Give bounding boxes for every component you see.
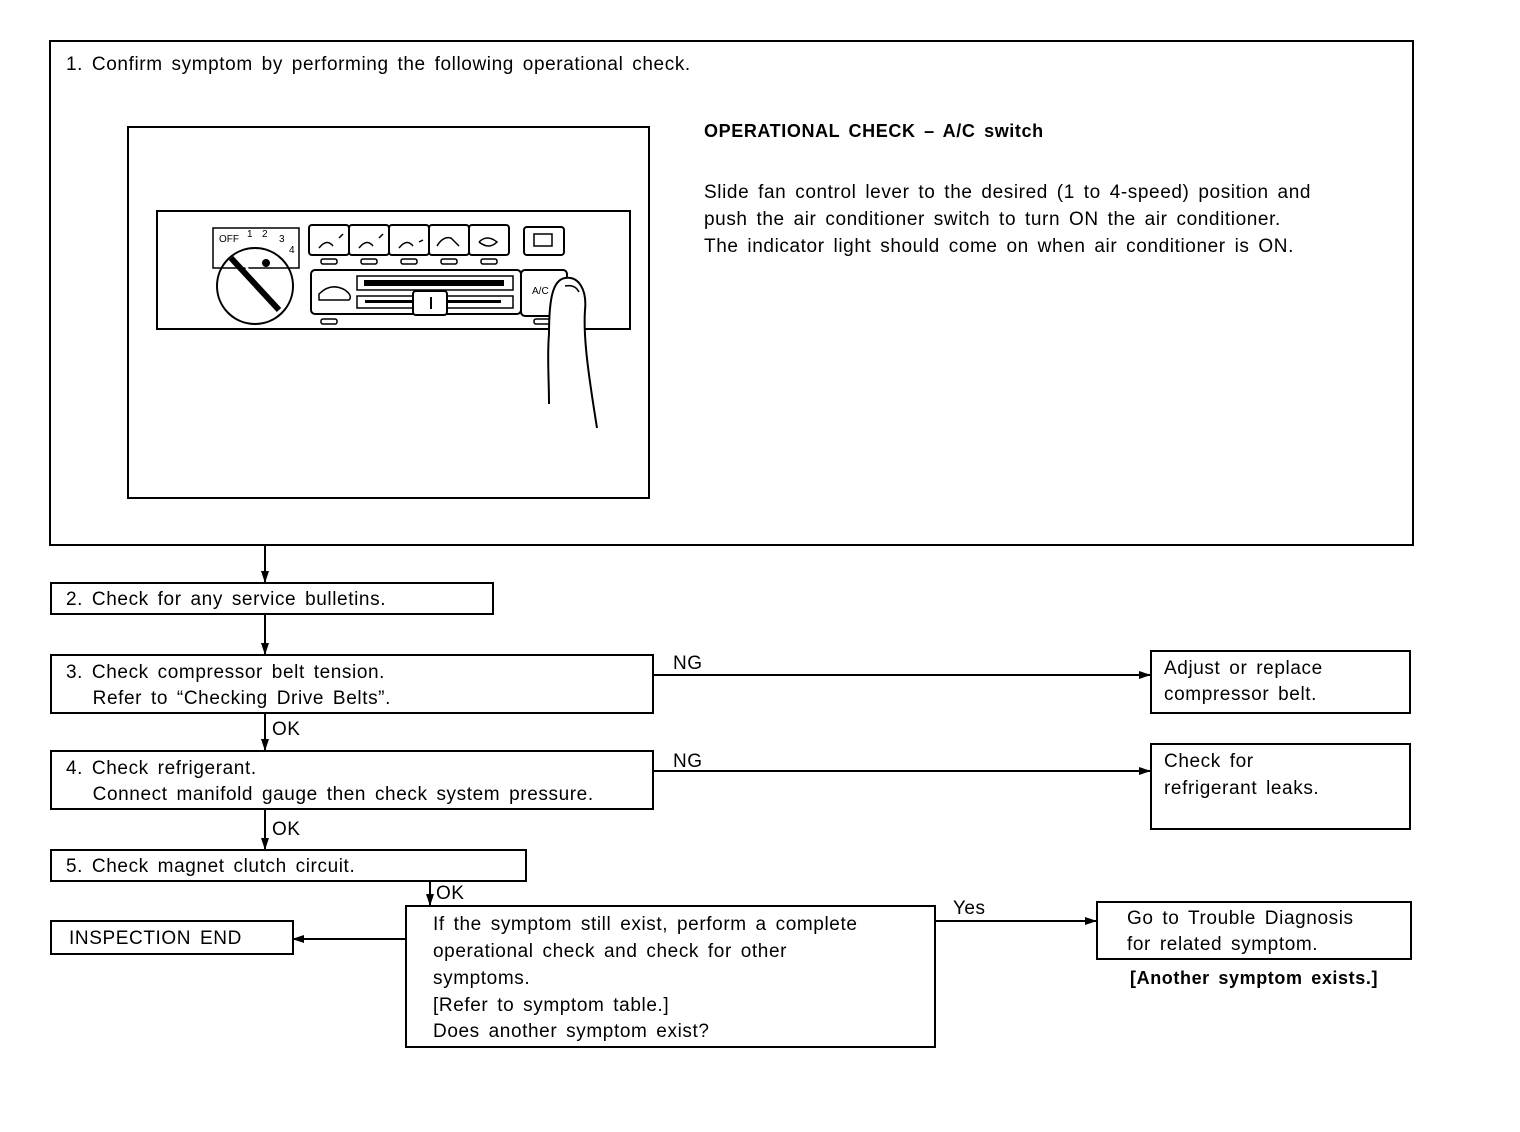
step3-ng-result-line-1: Adjust or replace bbox=[1164, 658, 1323, 679]
step3-ok-label: OK bbox=[272, 719, 301, 740]
inspection-end-text: INSPECTION END bbox=[69, 928, 242, 949]
operational-check-title: OPERATIONAL CHECK – A/C switch bbox=[704, 121, 1044, 141]
step5-text: 5. Check magnet clutch circuit. bbox=[66, 856, 356, 877]
step5-box: 5. Check magnet clutch circuit. bbox=[50, 849, 527, 882]
dial-label-3: 3 bbox=[279, 234, 285, 245]
decision-yes-label: Yes bbox=[953, 898, 986, 919]
operational-check-line-3: The indicator light should come on when … bbox=[704, 236, 1294, 257]
step3-ng-result-box: Adjust or replace compressor belt. bbox=[1150, 650, 1411, 714]
decision-line-3: symptoms. bbox=[433, 968, 531, 989]
decision-yes-result-line-2: for related symptom. bbox=[1127, 934, 1319, 955]
step3-ng-label: NG bbox=[673, 653, 703, 674]
step4-ng-result-box: Check for refrigerant leaks. bbox=[1150, 743, 1411, 830]
step3-box: 3. Check compressor belt tension. Refer … bbox=[50, 654, 654, 714]
step3-ng-result-line-2: compressor belt. bbox=[1164, 684, 1318, 705]
ac-control-illustration: OFF 1 2 3 4 A/C bbox=[127, 126, 650, 499]
decision-line-5: Does another symptom exist? bbox=[433, 1021, 710, 1042]
step1-text: 1. Confirm symptom by performing the fol… bbox=[66, 54, 691, 75]
step4-line-1: 4. Check refrigerant. bbox=[66, 758, 257, 779]
step5-ok-label: OK bbox=[436, 883, 465, 904]
step4-ng-label: NG bbox=[673, 751, 703, 772]
decision-yes-result-line-1: Go to Trouble Diagnosis bbox=[1127, 908, 1354, 929]
decision-line-1: If the symptom still exist, perform a co… bbox=[433, 914, 858, 935]
decision-line-2: operational check and check for other bbox=[433, 941, 788, 962]
step3-line-1: 3. Check compressor belt tension. bbox=[66, 662, 386, 683]
dial-label-1: 1 bbox=[247, 229, 253, 240]
step4-box: 4. Check refrigerant. Connect manifold g… bbox=[50, 750, 654, 810]
step4-ok-label: OK bbox=[272, 819, 301, 840]
step4-ng-result-line-2: refrigerant leaks. bbox=[1164, 778, 1320, 799]
operational-check-line-1: Slide fan control lever to the desired (… bbox=[704, 182, 1312, 203]
inspection-end-box: INSPECTION END bbox=[50, 920, 294, 955]
decision-line-4: [Refer to symptom table.] bbox=[433, 995, 670, 1016]
dial-label-off: OFF bbox=[219, 234, 239, 245]
ac-panel-drawing: OFF 1 2 3 4 A/C bbox=[156, 210, 631, 429]
step3-line-2: Refer to “Checking Drive Belts”. bbox=[66, 688, 391, 709]
operational-check-line-2: push the air conditioner switch to turn … bbox=[704, 209, 1281, 230]
dial-label-4: 4 bbox=[289, 245, 295, 256]
decision-yes-result-box: Go to Trouble Diagnosis for related symp… bbox=[1096, 901, 1412, 960]
step1-box: 1. Confirm symptom by performing the fol… bbox=[49, 40, 1414, 546]
step2-text: 2. Check for any service bulletins. bbox=[66, 589, 387, 610]
dial-label-2: 2 bbox=[262, 229, 268, 240]
step4-line-2: Connect manifold gauge then check system… bbox=[66, 784, 594, 805]
decision-box: If the symptom still exist, perform a co… bbox=[405, 905, 936, 1048]
ac-button-label: A/C bbox=[532, 286, 549, 297]
step2-box: 2. Check for any service bulletins. bbox=[50, 582, 494, 615]
step4-ng-result-line-1: Check for bbox=[1164, 751, 1254, 772]
decision-yes-note: [Another symptom exists.] bbox=[1130, 968, 1379, 988]
